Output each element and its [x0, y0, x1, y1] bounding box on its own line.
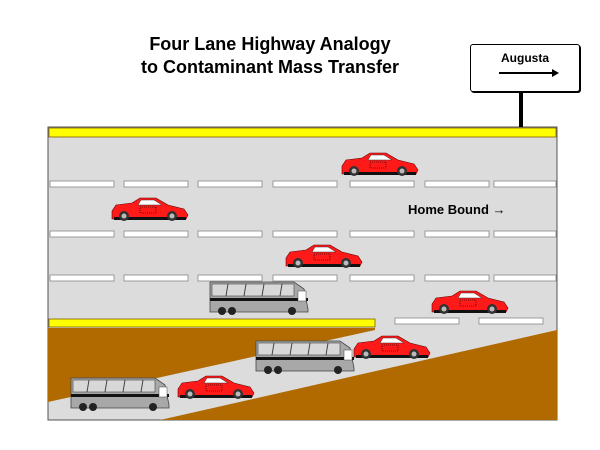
lane-dash — [197, 230, 263, 238]
lane-dash — [123, 180, 189, 188]
road-sign: Augusta — [470, 44, 580, 92]
lane-dash — [49, 274, 115, 282]
lane-dash — [493, 180, 557, 188]
road-edge-stripe — [48, 127, 557, 138]
lane-dash — [197, 274, 263, 282]
lane-direction-label: Home Bound → — [408, 202, 506, 217]
lane-dash — [272, 180, 338, 188]
lane-dash — [272, 230, 338, 238]
median-stripe — [48, 318, 376, 328]
lane-dash — [394, 317, 460, 325]
lane-dash — [123, 274, 189, 282]
lane-dash — [349, 274, 415, 282]
bus — [255, 340, 355, 375]
diagram-title: Four Lane Highway Analogy to Contaminant… — [90, 33, 450, 79]
lane-dash — [424, 180, 490, 188]
arrow-right-icon — [499, 69, 559, 77]
lane-dash — [349, 230, 415, 238]
lane-dash — [49, 180, 115, 188]
sign-label: Augusta — [501, 51, 549, 65]
lane-dash — [123, 230, 189, 238]
home-bound-label: Home Bound — [408, 202, 489, 217]
sign-pole — [519, 91, 523, 127]
bus — [70, 377, 170, 412]
dirt-embankment — [160, 330, 557, 420]
lane-dash — [49, 230, 115, 238]
title-line-1: Four Lane Highway Analogy — [149, 34, 391, 54]
bus — [209, 281, 309, 316]
lane-dash — [424, 230, 490, 238]
lane-dash — [197, 180, 263, 188]
lane-dash — [493, 230, 557, 238]
lane-dash — [493, 274, 557, 282]
lane-dash — [478, 317, 544, 325]
lane-dash — [349, 180, 415, 188]
title-line-2: to Contaminant Mass Transfer — [140, 57, 400, 77]
lane-dash — [424, 274, 490, 282]
lane-dash — [272, 274, 338, 282]
lane-dividers — [49, 180, 557, 325]
arrow-right-icon: → — [492, 202, 506, 217]
